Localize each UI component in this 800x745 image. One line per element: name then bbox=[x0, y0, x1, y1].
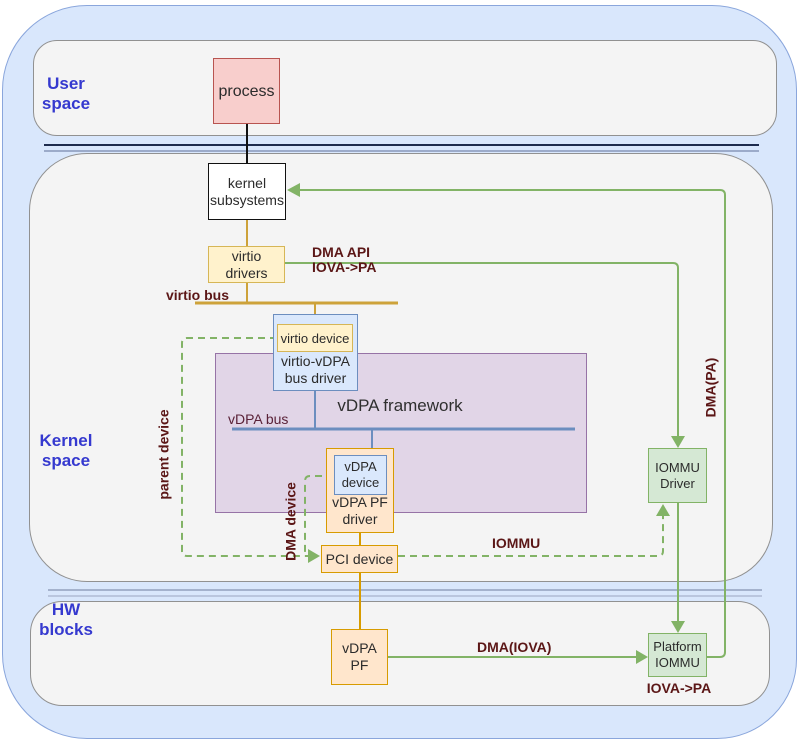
virtio-device-node: virtio device bbox=[277, 324, 353, 352]
kernel-space-label: Kernel space bbox=[39, 431, 93, 470]
user-space-label: User space bbox=[41, 74, 91, 113]
virtio-bus-label: virtio bus bbox=[166, 287, 230, 303]
dma-iova-label: DMA(IOVA) bbox=[477, 639, 552, 655]
process-node: process bbox=[213, 58, 280, 124]
virtio-drivers-node: virtio drivers bbox=[208, 246, 285, 283]
iommu-label: IOMMU bbox=[492, 535, 541, 551]
vdpa-bus-label: vDPA bus bbox=[228, 411, 289, 427]
user-space-section bbox=[33, 40, 777, 136]
platform-iommu-node: Platform IOMMU bbox=[648, 633, 707, 677]
vdpa-framework-container bbox=[215, 353, 587, 513]
pci-device-node: PCI device bbox=[321, 545, 398, 573]
vdpa-device-node: vDPA device bbox=[334, 455, 387, 495]
iova-pa-label: IOVA->PA bbox=[646, 680, 712, 696]
hw-blocks-label: HW blocks bbox=[39, 600, 93, 639]
vdpa-framework-title: vDPA framework bbox=[337, 396, 463, 415]
dma-device-label: DMA device bbox=[282, 482, 299, 561]
vdpa-pf-node: vDPA PF bbox=[331, 629, 388, 685]
dma-pa-label: DMA(PA) bbox=[702, 357, 719, 418]
dma-api-label: DMA API IOVA->PA bbox=[312, 244, 377, 275]
kernel-subsystems-node: kernel subsystems bbox=[208, 163, 286, 220]
parent-device-label: parent device bbox=[155, 409, 172, 500]
iommu-driver-node: IOMMU Driver bbox=[648, 448, 707, 503]
